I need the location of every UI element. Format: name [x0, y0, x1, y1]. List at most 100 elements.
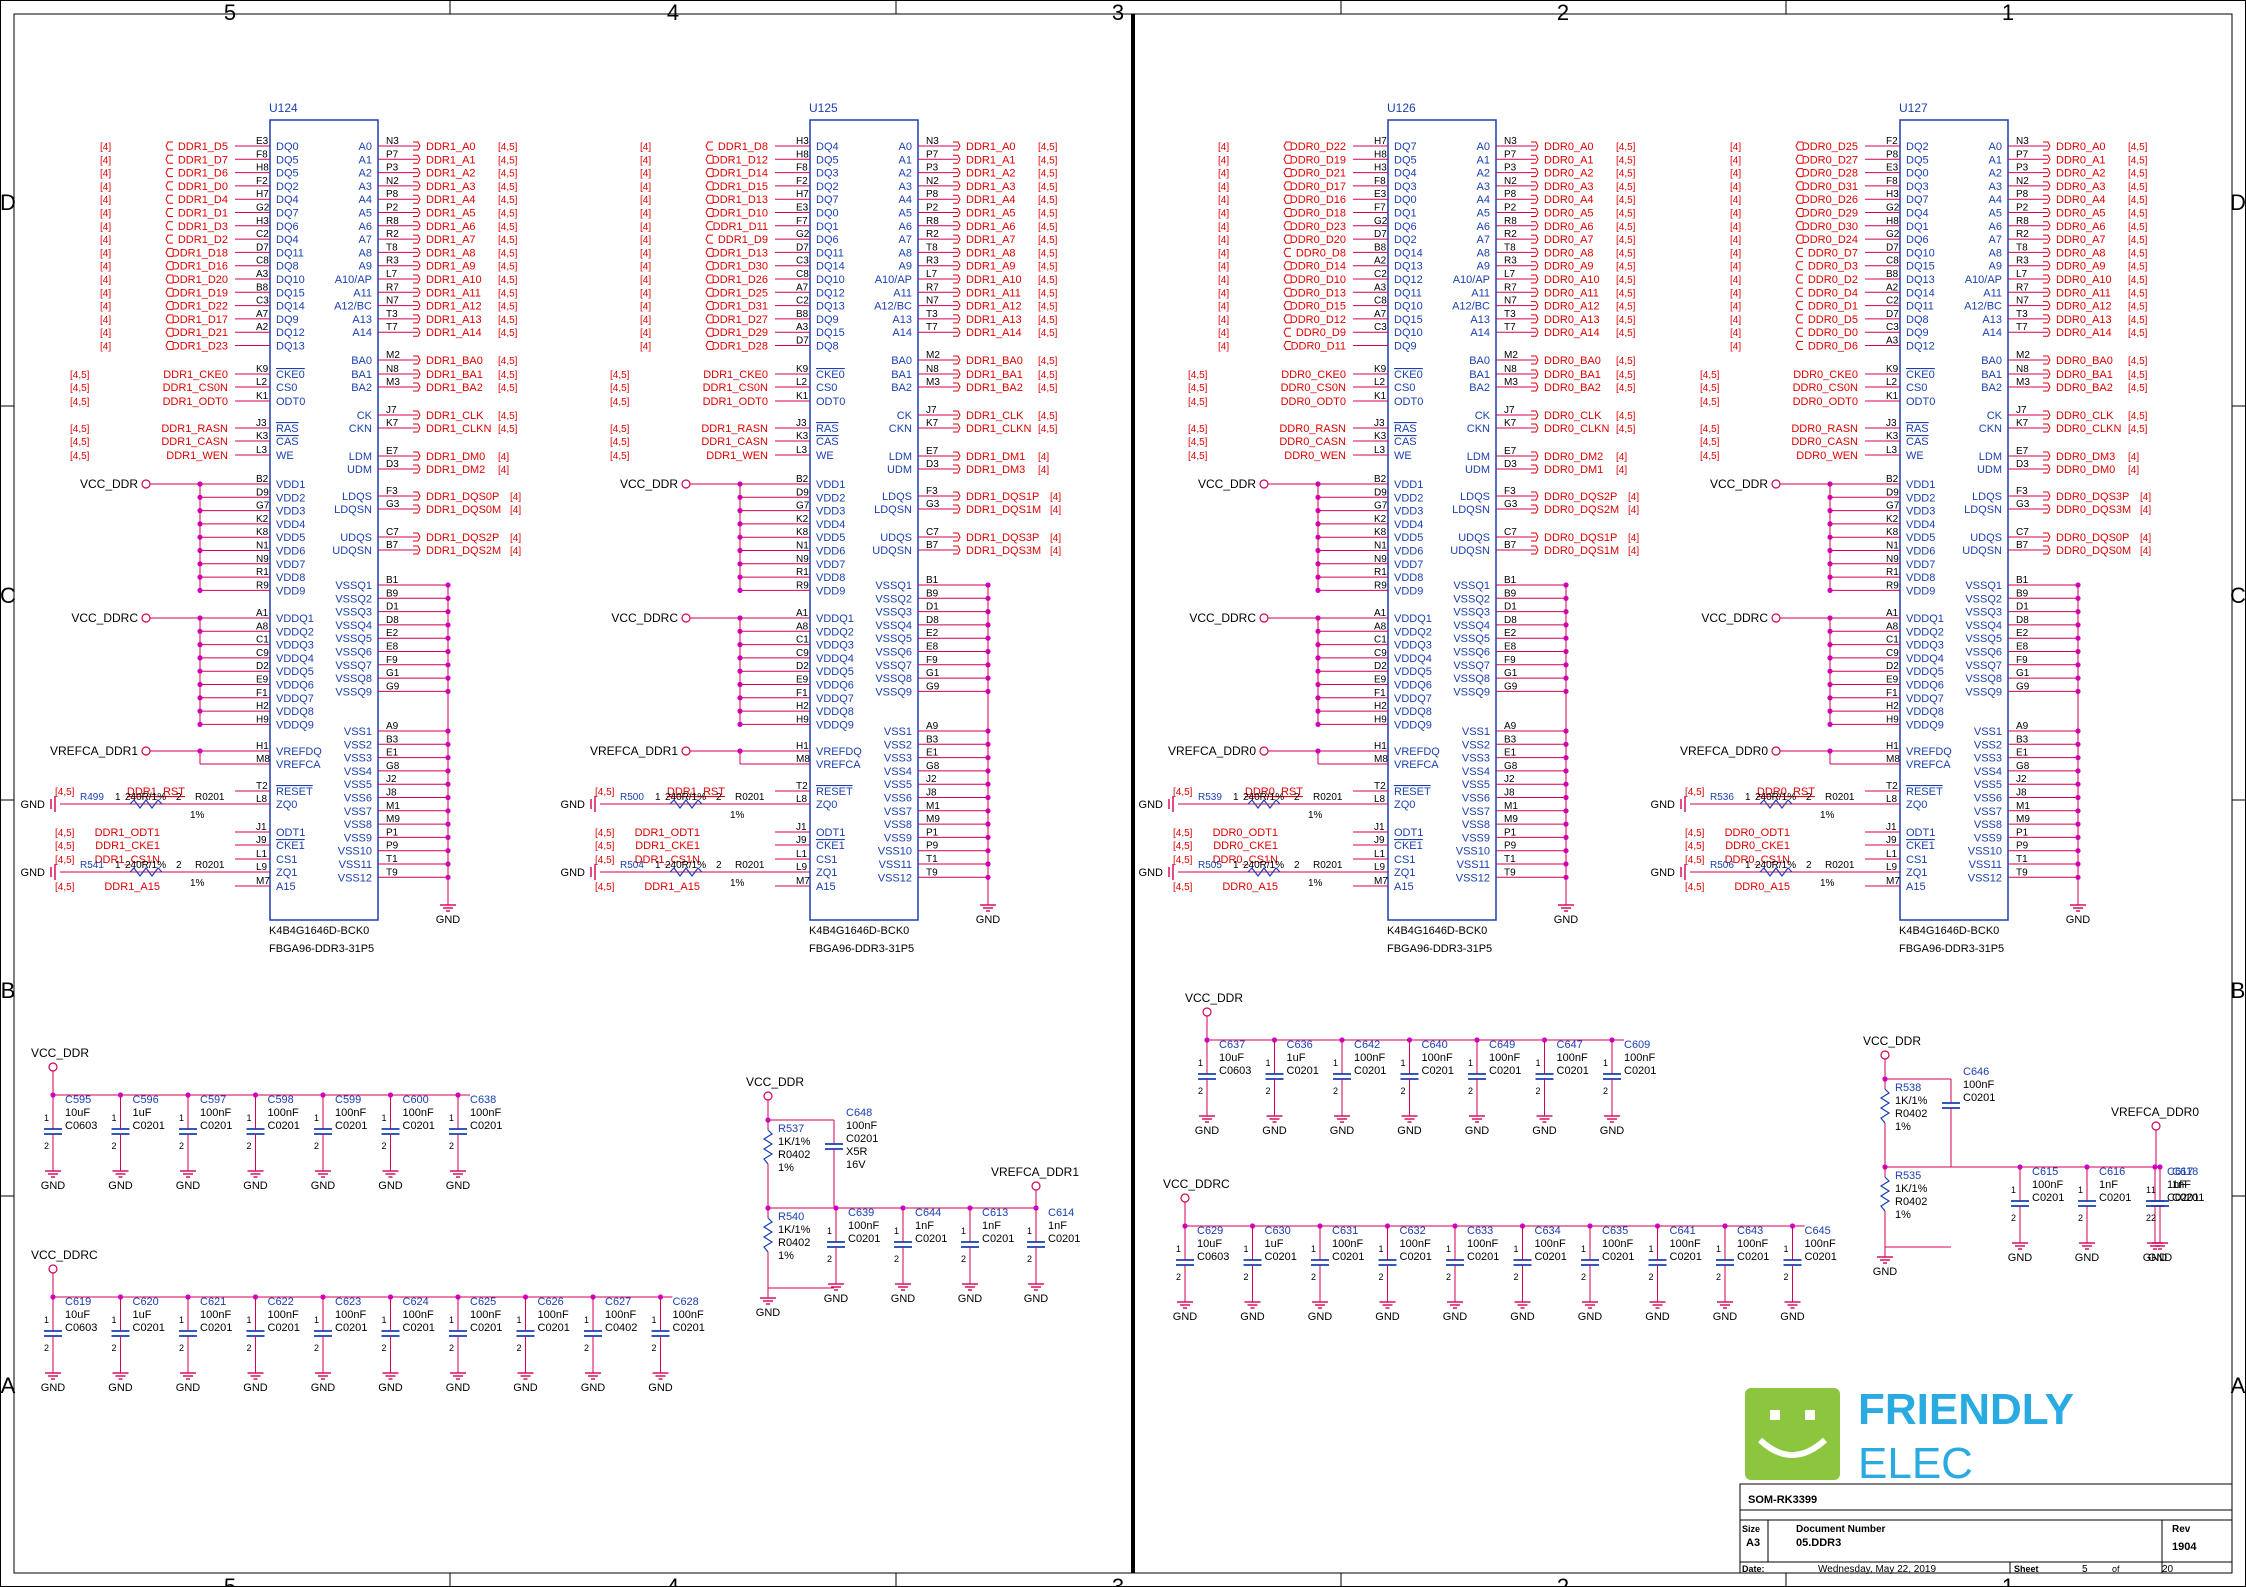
- pin-number: A1: [1886, 608, 1899, 619]
- pin-name: VDDQ3: [816, 640, 854, 652]
- pin-name: A10/AP: [875, 274, 912, 286]
- net-page-ref: [4]: [498, 452, 509, 463]
- col-label-top: 1: [2002, 0, 2014, 25]
- pin-number: J7: [386, 405, 397, 416]
- gnd-label: GND: [378, 1180, 403, 1192]
- gnd-label: GND: [513, 1382, 538, 1394]
- pin-name: VDD3: [1906, 506, 1935, 518]
- net-label: DDR0_DQS1P: [1544, 532, 1617, 544]
- pin-name: A4: [1989, 194, 2002, 206]
- cap-pin: 1: [584, 1315, 589, 1325]
- offpage-connector: [413, 369, 421, 379]
- net-label: DDR1_RASN: [161, 423, 228, 435]
- pin-name: DQ12: [1394, 274, 1423, 286]
- resistor-pin: 1: [115, 860, 121, 871]
- net-label: DDR1_A15: [104, 881, 160, 893]
- pin-name: VDD1: [1394, 479, 1423, 491]
- gnd-label: GND: [2075, 1252, 2100, 1264]
- cap-value: 100nF: [470, 1107, 501, 1119]
- net-page-ref: [4,5]: [1700, 451, 1720, 462]
- net-label: DDR0_CS1N: [1213, 854, 1278, 866]
- net-label: DDR1_A1: [426, 154, 476, 166]
- pin-number: K9: [1374, 364, 1387, 375]
- pin-name: VSSQ8: [1965, 673, 2002, 685]
- offpage-connector: [953, 247, 961, 257]
- pin-name: A12/BC: [1452, 301, 1490, 313]
- title-size-label: Size: [1742, 1524, 1760, 1534]
- col-label-top: 5: [224, 0, 236, 25]
- cap-pin: 1: [1446, 1244, 1451, 1254]
- pin-number: M9: [386, 814, 400, 825]
- net-page-ref: [4,5]: [1700, 370, 1720, 381]
- net-page-ref: [4]: [2140, 546, 2151, 557]
- net-label: DDR1_BA0: [966, 355, 1023, 367]
- pin-number: A1: [1374, 608, 1387, 619]
- pin-number: K1: [796, 391, 809, 402]
- net-label: DDR0_WEN: [1796, 450, 1858, 462]
- net-page-ref: [4,5]: [2128, 155, 2148, 166]
- pin-number: F9: [386, 655, 398, 666]
- pin-name: A11: [353, 287, 372, 299]
- offpage-connector: [705, 141, 713, 151]
- offpage-connector: [165, 181, 173, 191]
- net-page-ref: [4]: [510, 533, 521, 544]
- offpage-connector: [413, 451, 421, 461]
- pin-name: VDDQ1: [1394, 613, 1432, 625]
- cap-value: 100nF: [1489, 1052, 1520, 1064]
- pin-number: J9: [1374, 835, 1385, 846]
- pin-number: E2: [2016, 628, 2029, 639]
- net-label: DDR0_ODT0: [1281, 396, 1346, 408]
- net-label: DDR1_CKE1: [95, 840, 160, 852]
- cap-refdes: C625: [470, 1296, 496, 1308]
- pin-name: CK: [1987, 410, 2003, 422]
- net-label: DDR0_BA2: [1544, 382, 1601, 394]
- pin-number: A3: [796, 322, 809, 333]
- pin-name: DQ2: [276, 181, 299, 193]
- cap-pin: 1: [961, 1226, 966, 1236]
- pin-number: B1: [926, 575, 939, 586]
- net-page-ref: [4,5]: [1038, 222, 1058, 233]
- pin-number: R9: [256, 580, 269, 591]
- net-label: DDR0_CLK: [2056, 410, 2114, 422]
- net-page-ref: [4,5]: [498, 248, 518, 259]
- pin-name: VDD4: [1394, 519, 1423, 531]
- net-label: DDR1_A6: [966, 221, 1016, 233]
- pin-name: ODT1: [816, 827, 845, 839]
- net-page-ref: [4]: [498, 465, 509, 476]
- resistor-package: R0201: [1313, 792, 1343, 803]
- offpage-connector: [2043, 181, 2051, 191]
- pin-name: VSSQ9: [1965, 686, 2002, 698]
- power-port: [681, 613, 691, 623]
- cap-package: C0201: [268, 1322, 300, 1334]
- pin-name: A15: [816, 881, 836, 893]
- net-page-ref: [4,5]: [2128, 195, 2148, 206]
- cap-refdes: C598: [268, 1094, 294, 1106]
- net-page-ref: [4]: [1050, 533, 1061, 544]
- net-label: DDR1_RST: [127, 786, 185, 798]
- net-label: DDR1_ODT1: [95, 827, 160, 839]
- pin-name: VDDQ4: [816, 653, 854, 665]
- offpage-connector: [2043, 274, 2051, 284]
- cap-package: C0201: [2032, 1192, 2064, 1204]
- pin-name: A1: [1477, 154, 1490, 166]
- net-page-ref: [4,5]: [1038, 155, 1058, 166]
- net-label: DDR1_A3: [426, 181, 476, 193]
- pin-name: CK: [357, 410, 373, 422]
- offpage-connector: [2043, 464, 2051, 474]
- power-label: VCC_DDR: [1710, 477, 1768, 491]
- pin-name: BA1: [1469, 369, 1490, 381]
- net-page-ref: [4]: [100, 235, 111, 246]
- pin-number: R2: [1504, 229, 1517, 240]
- net-page-ref: [4]: [100, 142, 111, 153]
- net-label: DDR1_D6: [178, 168, 228, 180]
- cap-pin: 1: [2078, 1185, 2083, 1195]
- resistor-pin: 1: [115, 792, 121, 803]
- pin-name: CS0: [1394, 382, 1415, 394]
- pin-name: DQ10: [1906, 247, 1935, 259]
- pin-number: L8: [1374, 794, 1386, 805]
- pin-number: R1: [796, 567, 809, 578]
